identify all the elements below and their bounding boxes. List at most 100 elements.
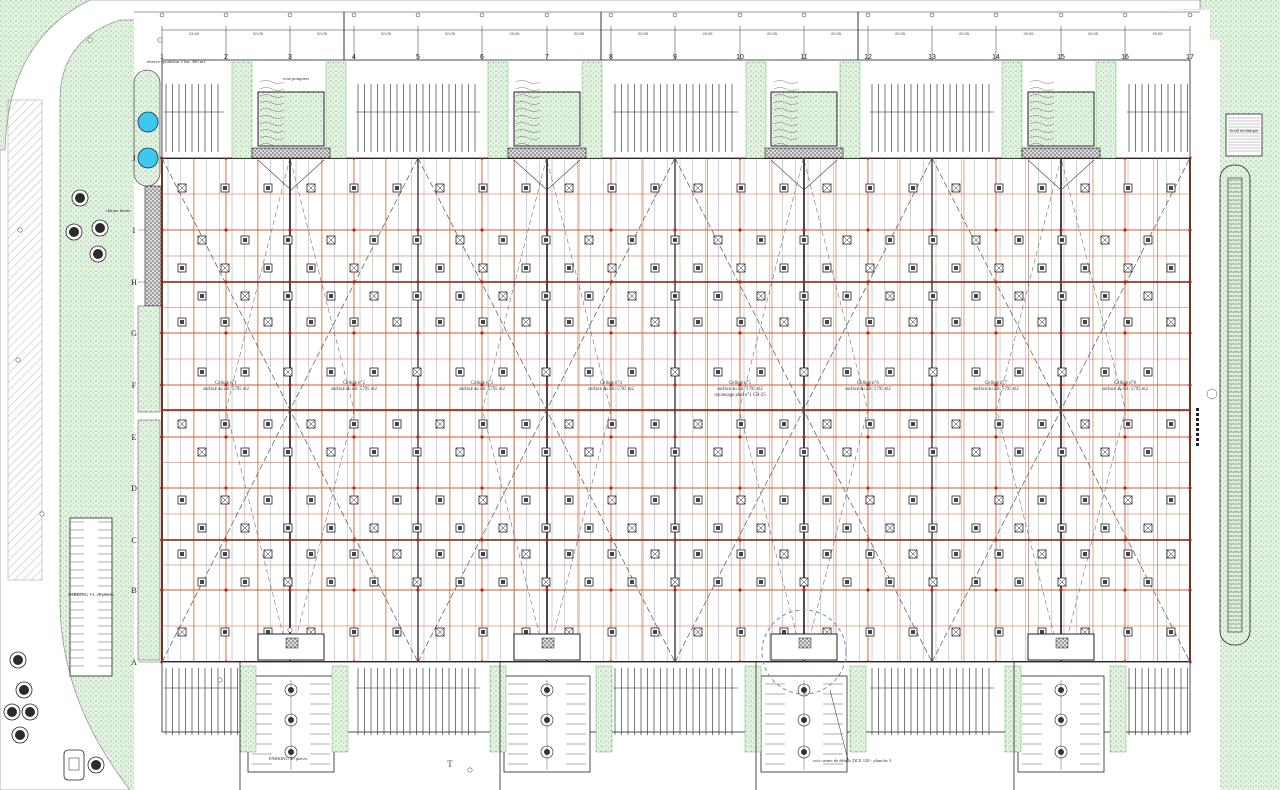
smoke-vent-cross bbox=[1100, 235, 1110, 245]
smoke-vent-core bbox=[974, 526, 978, 530]
smoke-vent-cross bbox=[951, 183, 961, 193]
column-node bbox=[352, 280, 356, 284]
smoke-vent-core bbox=[868, 630, 872, 634]
row-letter-label: F bbox=[132, 381, 137, 390]
green-island bbox=[1004, 665, 1022, 753]
smoke-vent-core bbox=[1040, 498, 1044, 502]
column-number-label: 6 bbox=[480, 54, 484, 61]
smoke-vent-core bbox=[931, 294, 935, 298]
column-marker bbox=[544, 12, 550, 18]
ramp-hatch bbox=[773, 115, 799, 119]
smoke-vent-core bbox=[974, 294, 978, 298]
ramp-hatch bbox=[515, 101, 541, 105]
green-island bbox=[849, 665, 867, 753]
smoke-vent-core bbox=[352, 186, 356, 190]
smoke-vent-cross bbox=[693, 419, 703, 429]
column-number-label: 16 bbox=[1121, 54, 1129, 61]
smoke-vent-core bbox=[653, 186, 657, 190]
column-marker bbox=[865, 12, 871, 18]
smoke-vent-core bbox=[286, 238, 290, 242]
structure-layer bbox=[3, 11, 1263, 790]
smoke-vent-core bbox=[1169, 186, 1173, 190]
column-node bbox=[1188, 228, 1192, 232]
sprinkler-tank bbox=[137, 147, 159, 169]
smoke-vent-core bbox=[1169, 498, 1173, 502]
smoke-vent-core bbox=[716, 370, 720, 374]
column-marker bbox=[993, 12, 999, 18]
smoke-vent-cross bbox=[369, 523, 379, 533]
smoke-vent-core bbox=[1103, 526, 1107, 530]
dimension-label: 20.05 bbox=[509, 31, 520, 36]
cell-area: surface au sol: 5795 m2 bbox=[973, 387, 1019, 392]
smoke-vent-cross bbox=[177, 183, 187, 193]
column-node bbox=[416, 228, 420, 232]
boundary-label: clôture limite bbox=[106, 208, 131, 213]
smoke-vent-core bbox=[544, 526, 548, 530]
smoke-vent-core bbox=[524, 266, 528, 270]
detail-callout-note: voir carnet de détails DCE 128 - planche… bbox=[813, 758, 892, 763]
smoke-vent-cross bbox=[842, 447, 852, 457]
smoke-vent-cross bbox=[1143, 523, 1153, 533]
smoke-vent-core bbox=[1103, 370, 1107, 374]
smoke-vent-core bbox=[1083, 552, 1087, 556]
smoke-vent-core bbox=[888, 450, 892, 454]
column-number-label: 7 bbox=[545, 54, 549, 61]
ramp-hatch bbox=[1029, 101, 1055, 105]
column-node bbox=[416, 280, 420, 284]
column-node bbox=[480, 331, 484, 335]
column-node bbox=[352, 228, 356, 232]
smoke-vent-cross bbox=[240, 523, 250, 533]
ramp-hatch bbox=[1029, 143, 1055, 147]
ramp-hatch bbox=[773, 87, 799, 91]
smoke-vent-core bbox=[372, 370, 376, 374]
column-marker bbox=[223, 12, 229, 18]
smoke-vent-core bbox=[329, 580, 333, 584]
row-letter-label: H bbox=[131, 278, 137, 287]
row-letter-label: J bbox=[132, 154, 135, 163]
smoke-vent-core bbox=[587, 370, 591, 374]
right-green-island bbox=[1219, 164, 1251, 646]
smoke-vent-core bbox=[759, 238, 763, 242]
green-island bbox=[744, 665, 762, 753]
smoke-vent-core bbox=[653, 266, 657, 270]
cell-title: Cellule n°6 bbox=[857, 381, 879, 386]
smoke-vent-core bbox=[911, 422, 915, 426]
ramp-hatch bbox=[515, 143, 541, 147]
smoke-vent-cross bbox=[885, 291, 895, 301]
smoke-vent-core bbox=[974, 370, 978, 374]
dimension-label: 23.50 bbox=[189, 31, 200, 36]
row-letter-label: I bbox=[133, 226, 136, 235]
ramp-hatch bbox=[773, 122, 799, 126]
tree-core bbox=[25, 707, 35, 717]
smoke-vent-core bbox=[911, 186, 915, 190]
column-node bbox=[545, 486, 549, 490]
smoke-vent-cross bbox=[369, 291, 379, 301]
column-node bbox=[994, 228, 998, 232]
column-node bbox=[930, 486, 934, 490]
row-letter-label: C bbox=[131, 536, 136, 545]
column-number-label: 13 bbox=[928, 54, 936, 61]
smoke-vent-core bbox=[1083, 266, 1087, 270]
smoke-vent-core bbox=[1017, 580, 1021, 584]
smoke-vent-cross bbox=[1166, 549, 1176, 559]
smoke-vent-core bbox=[653, 422, 657, 426]
ramp-hatch bbox=[773, 80, 799, 84]
smoke-vent-core bbox=[868, 320, 872, 324]
smoke-vent-core bbox=[673, 526, 677, 530]
smoke-vent-core bbox=[352, 552, 356, 556]
smoke-vent-cross bbox=[498, 291, 508, 301]
column-node bbox=[1059, 331, 1063, 335]
cell-title: Cellule n°2 bbox=[343, 381, 365, 386]
ramp-hatch bbox=[515, 129, 541, 133]
smoke-vent-cross bbox=[1037, 317, 1047, 327]
smoke-vent-core bbox=[458, 370, 462, 374]
ramp-hatch bbox=[515, 115, 541, 119]
smoke-vent-core bbox=[1126, 186, 1130, 190]
smoke-vent-core bbox=[200, 370, 204, 374]
smoke-vent-cross bbox=[349, 495, 359, 505]
column-node bbox=[1188, 486, 1192, 490]
facade-marker bbox=[1196, 433, 1199, 436]
green-island bbox=[745, 61, 767, 159]
cell-area: surface au sol: 5795 m2 bbox=[459, 387, 505, 392]
